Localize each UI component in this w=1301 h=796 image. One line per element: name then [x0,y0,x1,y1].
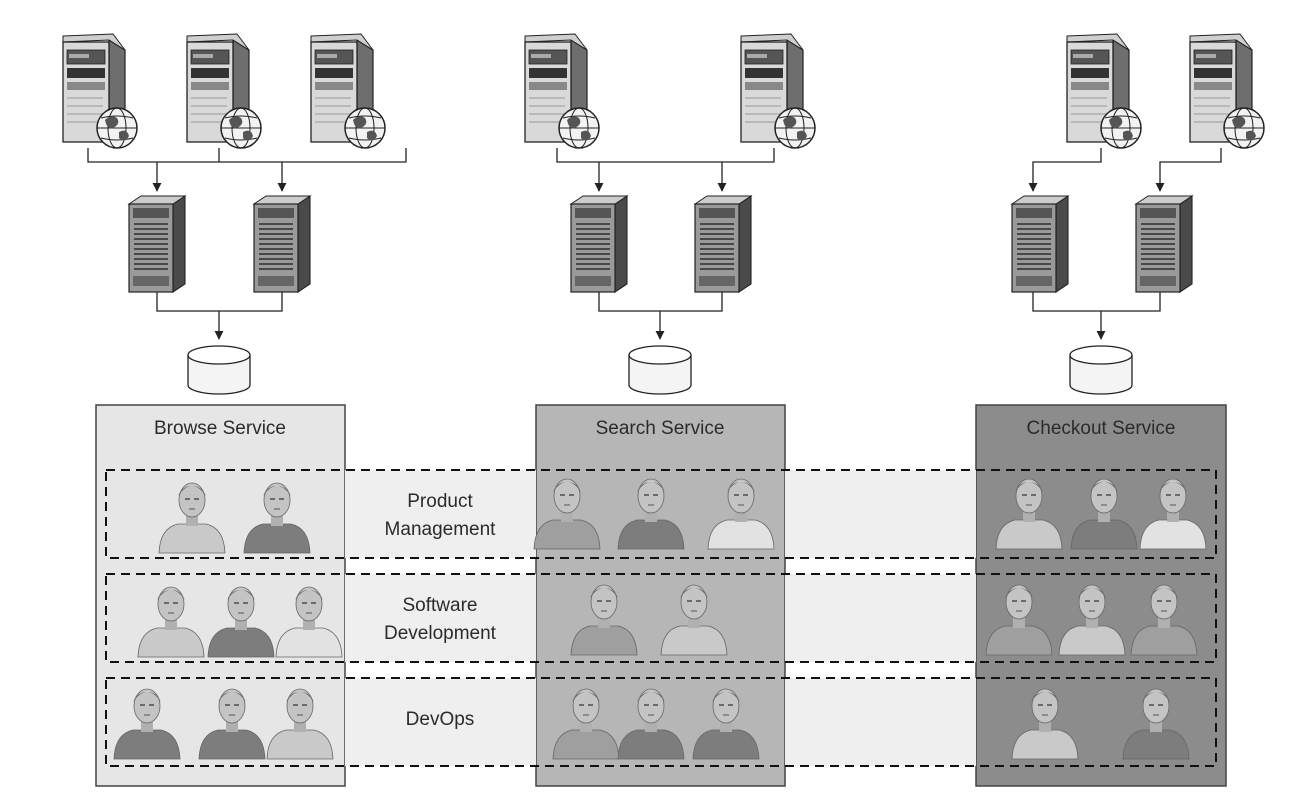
web-server-with-globe-icon [1066,33,1142,149]
team-label-product-management-line2: Management [385,519,497,540]
web-server-with-globe-icon [186,33,262,149]
person-avatar-icon [243,482,311,554]
database-layer [187,345,1133,395]
web-server-with-globe-icon [62,33,138,149]
person-avatar-icon [570,584,638,656]
web-server-with-globe-icon [524,33,600,149]
person-avatar-icon [533,478,601,550]
people-layer [113,478,1207,760]
globe-icon [1223,107,1265,149]
globe-icon [220,107,262,149]
person-avatar-icon [1122,688,1190,760]
person-avatar-icon [1011,688,1079,760]
team-band-fills [345,470,976,766]
connectors [87,148,1222,340]
person-avatar-icon [707,478,775,550]
team-band-devops [105,677,1217,767]
person-avatar-icon [137,586,205,658]
person-avatar-icon [1130,584,1198,656]
globe-icon [344,107,386,149]
team-band-software-development [105,573,1217,663]
database-cylinder-icon [1069,345,1133,395]
web-server-with-globe-icon [310,33,386,149]
team-label-devops: DevOps [406,709,475,730]
person-avatar-icon [617,478,685,550]
search-service-panel [535,404,786,787]
person-avatar-icon [552,688,620,760]
person-avatar-icon [198,688,266,760]
application-server-tower-icon [127,194,187,294]
web-server-layer [62,33,1265,149]
team-band-product-management [105,469,1217,559]
application-server-tower-icon [1010,194,1070,294]
person-avatar-icon [1058,584,1126,656]
team-label-software-development-line1: Software [403,595,478,616]
person-avatar-icon [1070,478,1138,550]
person-avatar-icon [985,584,1053,656]
person-avatar-icon [692,688,760,760]
person-avatar-icon [995,478,1063,550]
checkout-service-title: Checkout Service [1027,418,1176,439]
globe-icon [558,107,600,149]
globe-icon [1100,107,1142,149]
person-avatar-icon [275,586,343,658]
application-server-tower-icon [693,194,753,294]
person-avatar-icon [207,586,275,658]
database-cylinder-icon [187,345,251,395]
person-avatar-icon [266,688,334,760]
browse-service-title: Browse Service [154,418,286,439]
person-avatar-icon [660,584,728,656]
globe-icon [96,107,138,149]
web-server-with-globe-icon [1189,33,1265,149]
person-avatar-icon [617,688,685,760]
web-server-with-globe-icon [740,33,816,149]
app-server-layer [127,194,1194,294]
search-service-title: Search Service [596,418,725,439]
team-label-software-development-line2: Development [384,623,497,644]
application-server-tower-icon [1134,194,1194,294]
team-label-product-management-line1: Product [407,491,473,512]
person-avatar-icon [113,688,181,760]
database-cylinder-icon [628,345,692,395]
globe-icon [774,107,816,149]
person-avatar-icon [1139,478,1207,550]
person-avatar-icon [158,482,226,554]
application-server-tower-icon [252,194,312,294]
application-server-tower-icon [569,194,629,294]
